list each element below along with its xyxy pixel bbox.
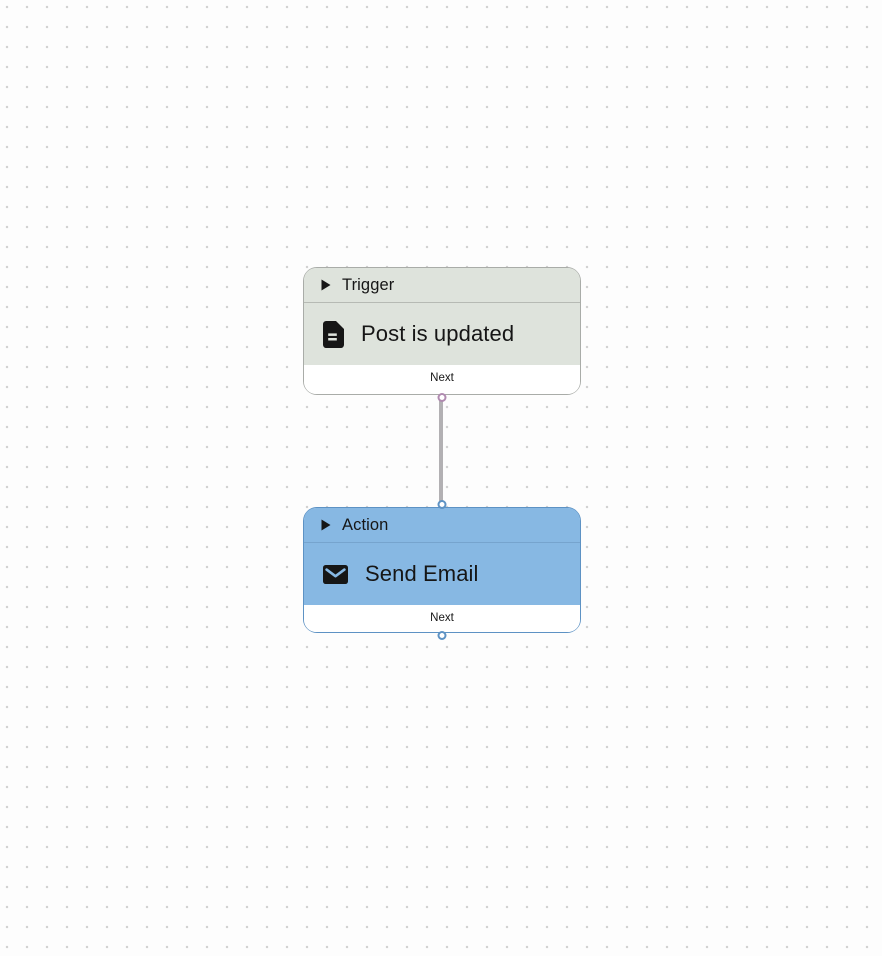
action-node-body: Send Email [304,543,580,605]
node-type-label: Action [342,515,389,534]
trigger-node[interactable]: Trigger Post is updated Next [303,267,581,402]
node-title: Post is updated [361,321,515,346]
next-output-port[interactable] [437,631,447,640]
action-node-footer: Next [304,605,580,632]
trigger-node-body: Post is updated [304,303,580,365]
email-icon [323,564,348,584]
action-node[interactable]: Action Send Email Next [303,500,581,640]
input-port[interactable] [437,500,447,509]
node-title: Send Email [365,561,479,586]
play-icon[interactable] [321,519,331,531]
trigger-node-footer: Next [304,365,580,394]
play-icon[interactable] [321,279,331,291]
document-icon [323,320,344,348]
connector-edge[interactable] [439,395,443,509]
trigger-node-header: Trigger [304,268,580,303]
next-port-label: Next [430,611,454,624]
next-port-label: Next [430,371,454,384]
next-output-port[interactable] [437,393,447,402]
node-type-label: Trigger [342,275,395,294]
action-node-header: Action [304,508,580,543]
